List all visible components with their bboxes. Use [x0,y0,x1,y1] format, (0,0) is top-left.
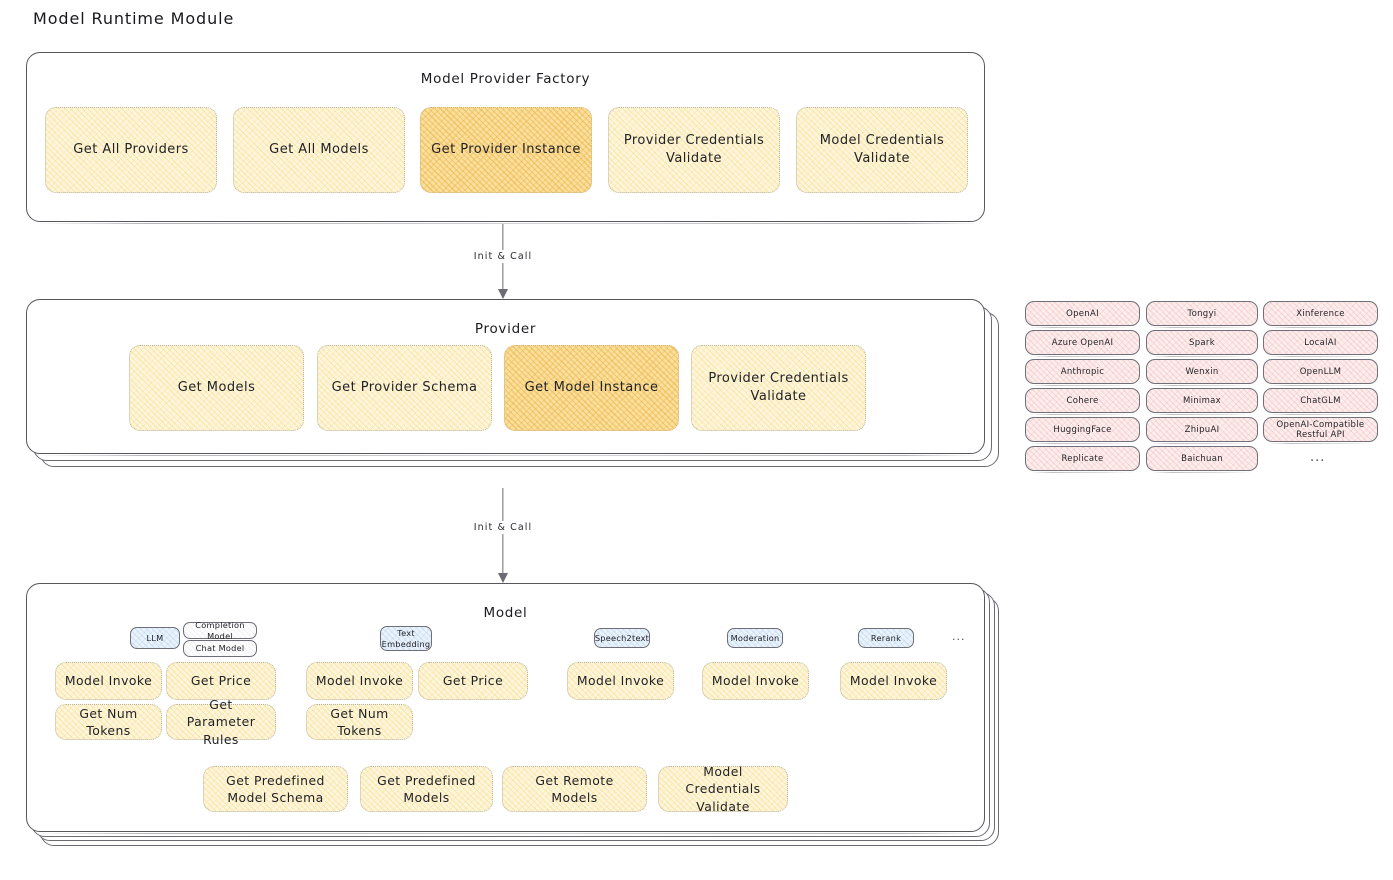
llm-method-get-num-tokens[interactable]: Get Num Tokens [55,704,162,740]
model-shared-method-get-predefined-models[interactable]: Get Predefined Models [360,766,493,812]
provider-node-get-models[interactable]: Get Models [129,345,304,431]
model-type-badge-llm[interactable]: LLM [130,627,180,649]
model-shared-method-get-remote-models[interactable]: Get Remote Models [502,766,647,812]
factory-node-get-all-models[interactable]: Get All Models [233,107,405,193]
provider-pill-openllm[interactable]: OpenLLM [1263,359,1378,386]
provider-pill-xinference[interactable]: Xinference [1263,301,1378,328]
factory-node-model-credentials-validate[interactable]: Model Credentials Validate [796,107,968,193]
factory-node-get-all-providers[interactable]: Get All Providers [45,107,217,193]
arrow-head-icon [498,289,508,299]
provider-list-more-ellipsis: ... [1310,450,1326,465]
provider-pill-openai-compatible-restful-api[interactable]: OpenAI-Compatible Restful API [1263,417,1378,444]
text-embedding-method-get-price[interactable]: Get Price [418,662,528,700]
arrow-factory-to-provider: Init & Call [468,224,538,299]
provider-pill-baichuan[interactable]: Baichuan [1146,446,1258,473]
arrow-provider-to-model: Init & Call [468,488,538,583]
model-subtype-badge-chat-model[interactable]: Chat Model [183,640,257,657]
model-subtype-badge-completion-model[interactable]: Completion Model [183,620,257,641]
provider-pill-openai[interactable]: OpenAI [1025,301,1140,328]
model-type-badge-moderation[interactable]: Moderation [727,628,783,648]
arrow-head-icon [498,573,508,583]
text-embedding-method-get-num-tokens[interactable]: Get Num Tokens [306,704,413,740]
provider-node-get-provider-schema[interactable]: Get Provider Schema [317,345,492,431]
model-type-badge-rerank[interactable]: Rerank [858,628,914,648]
provider-pill-replicate[interactable]: Replicate [1025,446,1140,473]
provider-node-provider-credentials-validate[interactable]: Provider Credentials Validate [691,345,866,431]
provider-pill-azure-openai[interactable]: Azure OpenAI [1025,330,1140,357]
moderation-method-model-invoke[interactable]: Model Invoke [702,662,809,700]
provider-pill-localai[interactable]: LocalAI [1263,330,1378,357]
model-shared-method-model-credentials-validate[interactable]: Model Credentials Validate [658,764,788,814]
llm-method-model-invoke[interactable]: Model Invoke [55,662,162,700]
speech2text-method-model-invoke[interactable]: Model Invoke [567,662,674,700]
provider-pill-chatglm[interactable]: ChatGLM [1263,388,1378,415]
page-title: Model Runtime Module [33,9,235,28]
provider-pill-wenxin[interactable]: Wenxin [1146,359,1258,386]
arrow-label: Init & Call [468,250,538,263]
model-types-more-ellipsis: ... [952,630,966,643]
provider-pill-tongyi[interactable]: Tongyi [1146,301,1258,328]
arrow-shaft [502,488,504,582]
provider-pill-anthropic[interactable]: Anthropic [1025,359,1140,386]
rerank-method-model-invoke[interactable]: Model Invoke [840,662,947,700]
text-embedding-method-model-invoke[interactable]: Model Invoke [306,662,413,700]
model-provider-factory-title: Model Provider Factory [420,71,591,87]
model-type-badge-speech2text[interactable]: Speech2text [594,628,650,648]
factory-node-provider-credentials-validate[interactable]: Provider Credentials Validate [608,107,780,193]
factory-node-get-provider-instance[interactable]: Get Provider Instance [420,107,592,193]
llm-method-get-price[interactable]: Get Price [166,662,276,700]
provider-pill-spark[interactable]: Spark [1146,330,1258,357]
model-shared-method-get-predefined-model-schema[interactable]: Get Predefined Model Schema [203,766,348,812]
provider-pill-minimax[interactable]: Minimax [1146,388,1258,415]
provider-title: Provider [474,321,537,337]
model-type-badge-text-embedding[interactable]: Text Embedding [380,626,432,651]
model-title: Model [483,605,528,621]
llm-method-get-parameter-rules[interactable]: Get Parameter Rules [166,697,276,747]
provider-node-get-model-instance[interactable]: Get Model Instance [504,345,679,431]
arrow-label: Init & Call [468,521,538,534]
provider-pill-zhipuai[interactable]: ZhipuAI [1146,417,1258,444]
provider-pill-huggingface[interactable]: HuggingFace [1025,417,1140,444]
provider-pill-cohere[interactable]: Cohere [1025,388,1140,415]
